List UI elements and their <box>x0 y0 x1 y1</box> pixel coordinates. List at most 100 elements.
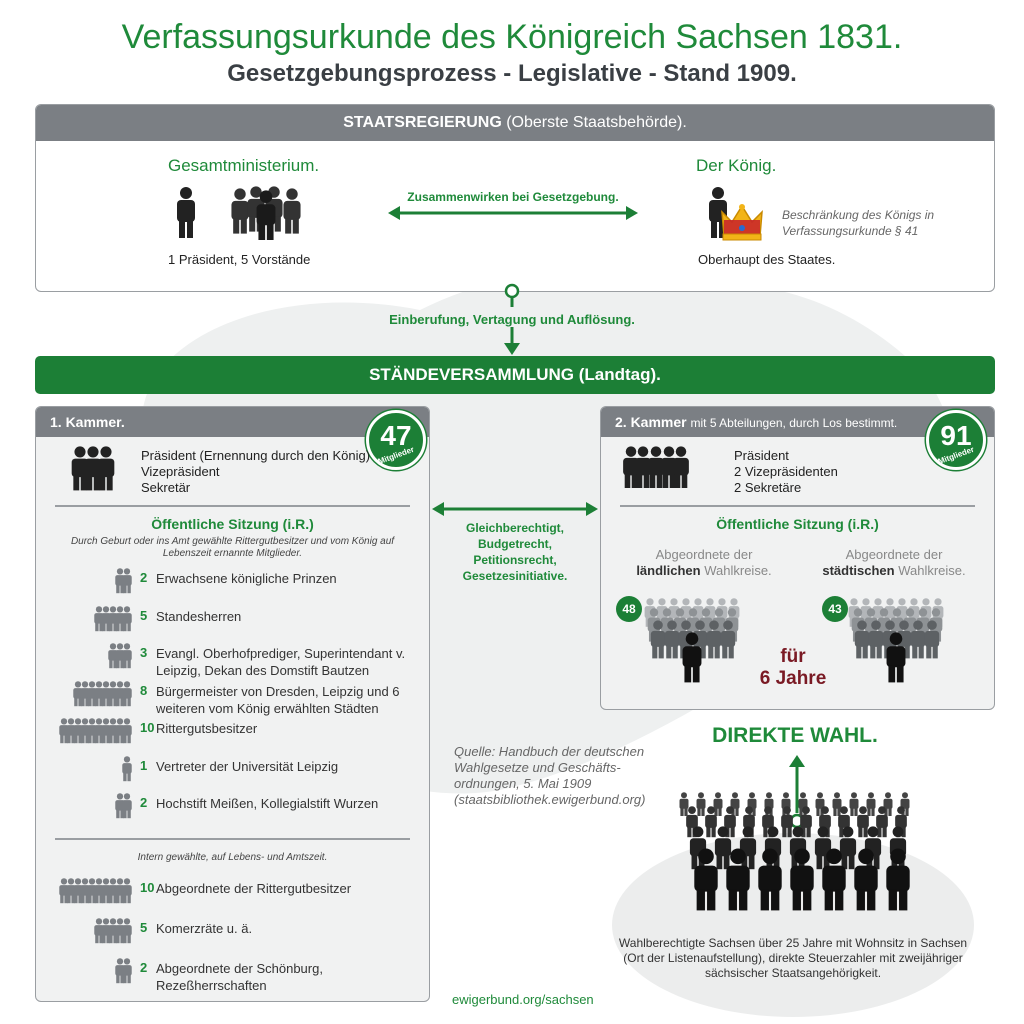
person-figure <box>122 643 132 669</box>
crowd-icon <box>71 446 115 491</box>
member-count: 10 <box>140 720 155 735</box>
member-text: Abgeordnete der Rittergutbesitzer <box>156 881 352 896</box>
person-figure <box>84 446 102 491</box>
member-count: 8 <box>140 682 148 698</box>
member-row: 2 Hochstift Meißen, Kollegialstift Wurzen <box>36 791 428 825</box>
member-count: 5 <box>140 607 148 623</box>
member-row: 2 Abgeordnete der Schönburg, Rezeßherrsch… <box>36 956 428 993</box>
person-figure <box>726 848 750 911</box>
person-figure <box>661 446 677 488</box>
person-figure <box>790 848 814 911</box>
person-figure <box>73 718 83 744</box>
member-text: Komerzräte u. ä. <box>156 921 253 936</box>
leader-line: Präsident <box>734 448 789 463</box>
person-figure <box>838 806 850 838</box>
koenig-title: Der König. <box>696 156 777 175</box>
person-figure <box>814 826 832 870</box>
staatsregierung-panel: STAATSREGIERUNG (Oberste Staatsbehörde). <box>35 104 995 292</box>
page-title: Verfassungsurkunde des Königreich Sachse… <box>121 18 903 56</box>
leader-line: 2 Sekretäre <box>734 480 802 495</box>
person-figure <box>122 718 132 744</box>
member-text: Erwachsene königliche Prinzen <box>156 571 337 586</box>
leader-line: Vizepräsident <box>141 464 220 479</box>
member-text: Evangl. Oberhofprediger, Superintendant … <box>156 646 406 678</box>
person-figure <box>122 755 132 781</box>
person-figure <box>231 188 249 234</box>
member-count: 1 <box>140 757 148 773</box>
member-text: Abgeordnete der Schönburg, Rezeßherrscha… <box>156 961 323 993</box>
person-figure <box>122 878 132 904</box>
person-figure <box>713 792 723 816</box>
footer-link[interactable]: ewigerbund.org/sachsen <box>452 992 594 1007</box>
source-citation: Quelle: Handbuch der deutschen Wahlgeset… <box>454 744 646 807</box>
member-count: 2 <box>140 960 148 975</box>
kammer1-session: Öffentliche Sitzung (i.R.) <box>151 516 314 532</box>
person-figure <box>854 848 878 911</box>
person-figure <box>635 446 651 488</box>
leader-line: 2 Vizepräsidenten <box>734 464 838 479</box>
staendeversammlung-bar: STÄNDEVERSAMMLUNG (Landtag). <box>35 356 995 394</box>
rights-line: Gleichberechtigt, <box>465 521 565 535</box>
person-figure <box>886 848 910 911</box>
person-figure <box>832 792 842 816</box>
member-text: Rittergutsbesitzer <box>156 721 258 736</box>
rights-line: Gesetzesinitiative. <box>462 569 568 583</box>
person-figure <box>883 792 893 816</box>
kammer1-leaders: Präsident (Ernennung durch den König) Vi… <box>141 448 370 496</box>
rights-line: Budgetrecht, <box>477 537 552 551</box>
person-figure <box>650 620 666 659</box>
kammer1-session-note: Durch Geburt oder ins Amt gewählte Ritte… <box>70 536 395 559</box>
crowd-icon <box>108 643 132 669</box>
ministerium-caption: 1 Präsident, 5 Vorstände <box>168 252 311 267</box>
person-figure <box>97 446 115 491</box>
crowd-icon <box>679 792 910 911</box>
crowd-icon <box>115 793 132 819</box>
staatsregierung-header: STAATSREGIERUNG (Oberste Staatsbehörde). <box>36 105 994 141</box>
crowd-icon <box>644 598 740 683</box>
ministerium-title: Gesamtministerium. <box>168 156 320 175</box>
kammer1-intern-note: Intern gewählte, auf Lebens- und Amtszei… <box>137 852 328 863</box>
koenig-caption: Oberhaupt des Staates. <box>698 252 836 267</box>
crowd-icon <box>115 568 132 594</box>
member-row: 3 Evangl. Oberhofprediger, Superintendant… <box>36 641 428 678</box>
double-arrow-icon <box>388 206 638 220</box>
crowd-icon <box>59 878 132 904</box>
person-figure <box>623 446 639 488</box>
member-count: 2 <box>140 795 148 810</box>
crowd-icon <box>231 186 301 240</box>
kammer2-session: Öffentliche Sitzung (i.R.) <box>716 516 879 532</box>
person-figure <box>854 620 870 659</box>
person-figure <box>886 632 906 683</box>
person-figure <box>781 806 793 838</box>
member-count: 3 <box>140 645 148 660</box>
crowd-icon <box>122 755 132 781</box>
crowd-icon <box>59 718 132 744</box>
person-figure <box>122 958 132 984</box>
crowd-icon <box>94 605 132 631</box>
double-arrow-icon <box>432 502 598 516</box>
person-figure <box>682 632 702 683</box>
crowd-icon <box>73 680 132 706</box>
term-label: für 6 Jahre <box>759 646 827 689</box>
member-text: Bürgermeister von Dresden, Leipzig und 6… <box>156 683 400 716</box>
person-figure <box>696 792 706 816</box>
person-figure <box>868 620 884 659</box>
member-text: Hochstift Meißen, Kollegialstift Wurzen <box>156 796 379 811</box>
divider <box>620 505 975 507</box>
person-figure <box>705 806 717 838</box>
person-figure <box>122 793 132 819</box>
crowd-icon <box>94 918 132 944</box>
crowd-icon <box>115 958 132 984</box>
person-figure <box>71 446 89 491</box>
person-figure <box>876 806 888 838</box>
person-figure <box>706 620 722 659</box>
rights-list: Gleichberechtigt, Budgetrecht, Petitions… <box>436 520 594 584</box>
person-figure <box>122 605 132 631</box>
leader-line: Präsident (Ernennung durch den König) <box>141 448 371 463</box>
urban-label: Abgeordnete der städtischen Wahlkreise. <box>822 547 966 578</box>
person-figure <box>714 826 732 870</box>
member-count: 10 <box>140 880 155 895</box>
